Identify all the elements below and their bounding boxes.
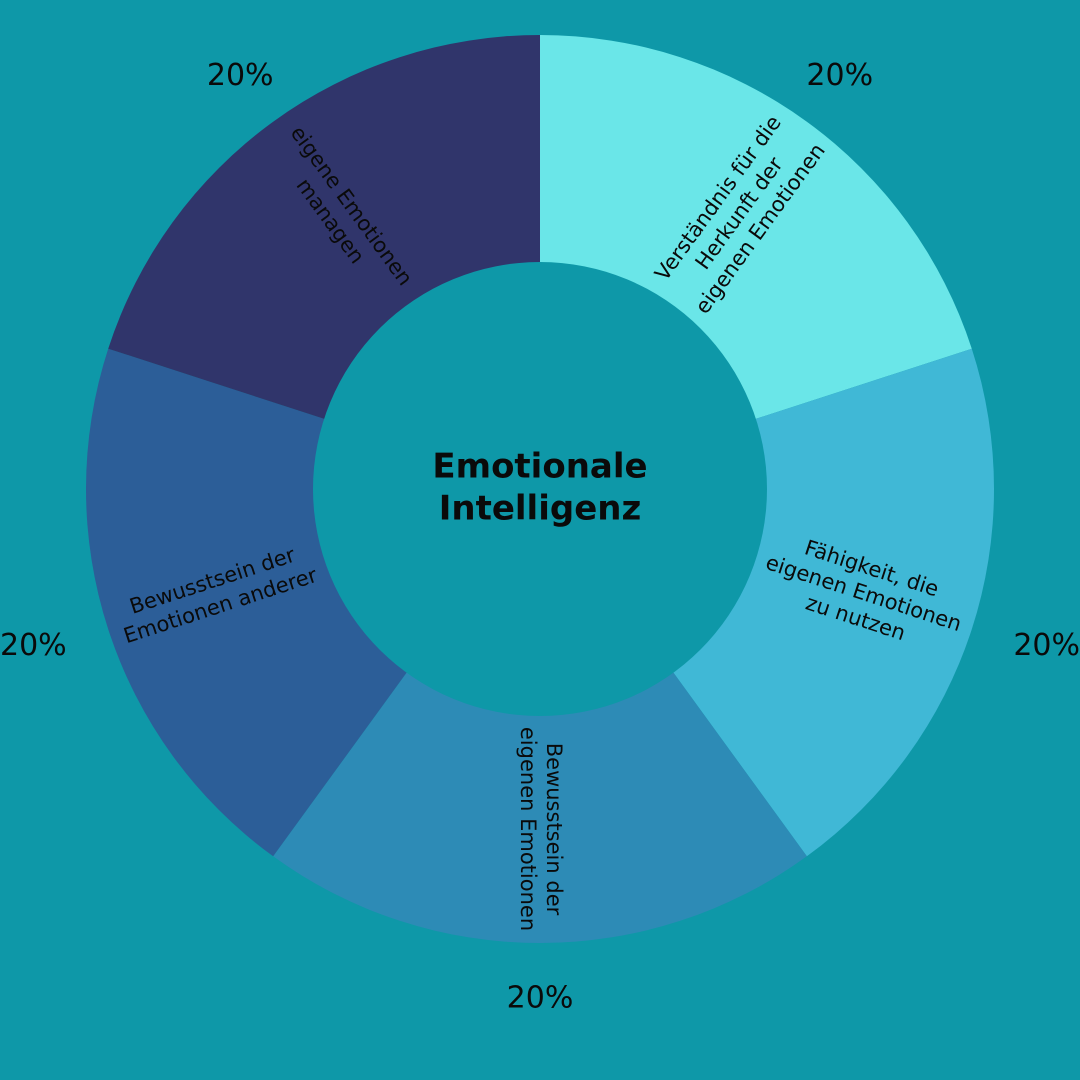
percent-label: 20% [806, 58, 873, 93]
center-title-line: Intelligenz [439, 489, 642, 529]
percent-label: 20% [1013, 628, 1080, 663]
percent-label: 20% [507, 981, 574, 1016]
slice-label-line: eigenen Emotionen [516, 727, 540, 931]
center-title-line: Emotionale [432, 447, 647, 487]
donut-hole [313, 262, 767, 716]
percent-labels-layer: 20% 20% 20% 20% 20% [0, 58, 1080, 1016]
percent-label: 20% [0, 628, 67, 663]
slice-label-line: Bewusstsein der [542, 743, 566, 916]
percent-label: 20% [207, 58, 274, 93]
